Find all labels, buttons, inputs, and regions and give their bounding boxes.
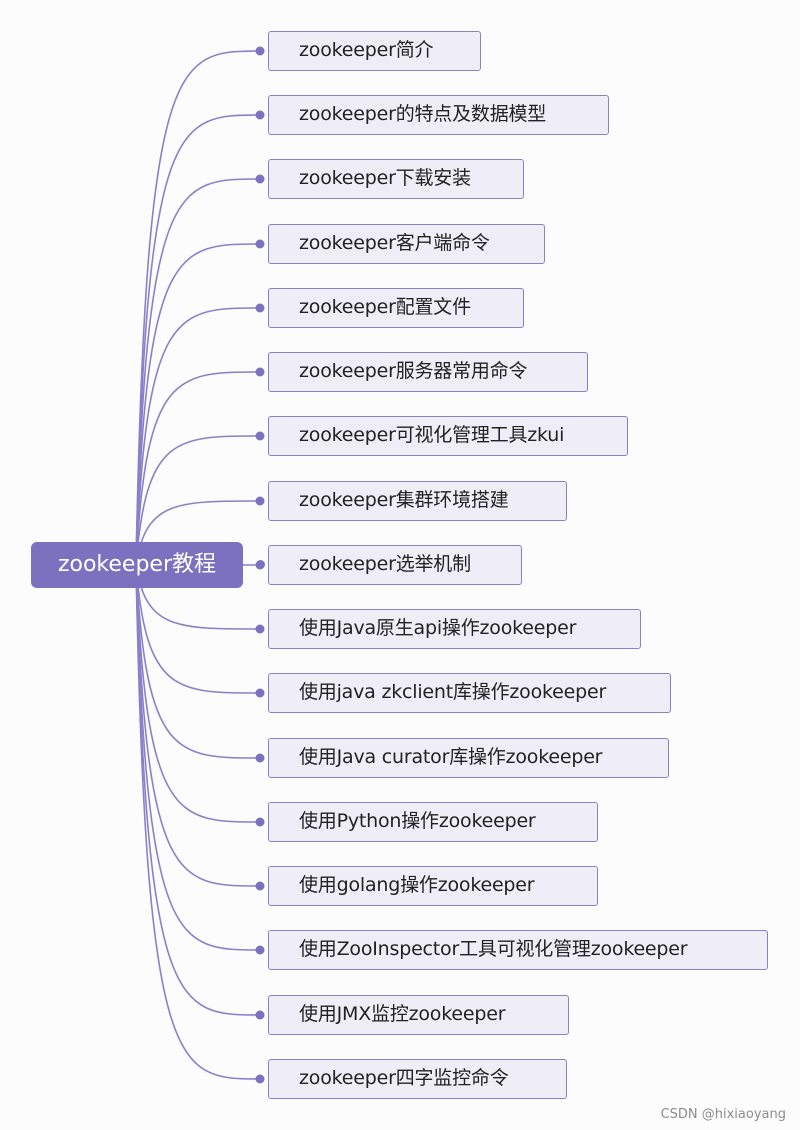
connector-line <box>135 50 261 566</box>
connector-line <box>135 178 261 566</box>
connector-dot <box>255 110 265 120</box>
connector-dot <box>255 945 265 955</box>
connector-dot <box>255 753 265 763</box>
branch-node-16[interactable]: 使用JMX监控zookeeper <box>268 995 569 1035</box>
connector-line <box>135 435 261 566</box>
connector-line <box>135 564 261 951</box>
connector-line <box>135 564 261 694</box>
branch-node-05[interactable]: zookeeper配置文件 <box>268 288 524 328</box>
connector-dot <box>255 817 265 827</box>
branch-node-12[interactable]: 使用Java curator库操作zookeeper <box>268 738 669 778</box>
connector-line <box>135 564 261 1016</box>
connector-dot <box>255 431 265 441</box>
connector-dot <box>255 239 265 249</box>
branch-node-06[interactable]: zookeeper服务器常用命令 <box>268 352 588 392</box>
branch-node-14[interactable]: 使用golang操作zookeeper <box>268 866 598 906</box>
branch-node-17[interactable]: zookeeper四字监控命令 <box>268 1059 567 1099</box>
connector-line <box>135 564 261 823</box>
watermark: CSDN @hixiaoyang <box>660 1107 786 1122</box>
branch-node-03[interactable]: zookeeper下载安装 <box>268 159 524 199</box>
connector-dot <box>255 624 265 634</box>
branch-node-07[interactable]: zookeeper可视化管理工具zkui <box>268 416 628 456</box>
connector-dot <box>255 1074 265 1084</box>
branch-node-13[interactable]: 使用Python操作zookeeper <box>268 802 598 842</box>
connector-line <box>135 564 261 759</box>
connector-line <box>135 564 261 887</box>
connector-line <box>135 307 261 566</box>
branch-node-02[interactable]: zookeeper的特点及数据模型 <box>268 95 609 135</box>
connector-dot <box>255 688 265 698</box>
connector-dot <box>255 881 265 891</box>
root-connector-dot <box>256 560 265 569</box>
branch-node-04[interactable]: zookeeper客户端命令 <box>268 224 545 264</box>
connector-line <box>135 114 261 566</box>
branch-node-15[interactable]: 使用ZooInspector工具可视化管理zookeeper <box>268 930 768 970</box>
connector-dot <box>255 367 265 377</box>
branch-node-09[interactable]: zookeeper选举机制 <box>268 545 522 585</box>
branch-node-10[interactable]: 使用Java原生api操作zookeeper <box>268 609 641 649</box>
connector-dot <box>255 174 265 184</box>
branch-node-11[interactable]: 使用java zkclient库操作zookeeper <box>268 673 671 713</box>
connector-line <box>135 564 261 1080</box>
root-node[interactable]: zookeeper教程 <box>31 542 243 588</box>
branch-node-08[interactable]: zookeeper集群环境搭建 <box>268 481 567 521</box>
connector-line <box>135 371 261 566</box>
connector-line <box>135 243 261 566</box>
branch-node-01[interactable]: zookeeper简介 <box>268 31 481 71</box>
connector-dot <box>255 46 265 56</box>
connector-dot <box>255 1010 265 1020</box>
connector-dot <box>255 496 265 506</box>
connector-dot <box>255 303 265 313</box>
